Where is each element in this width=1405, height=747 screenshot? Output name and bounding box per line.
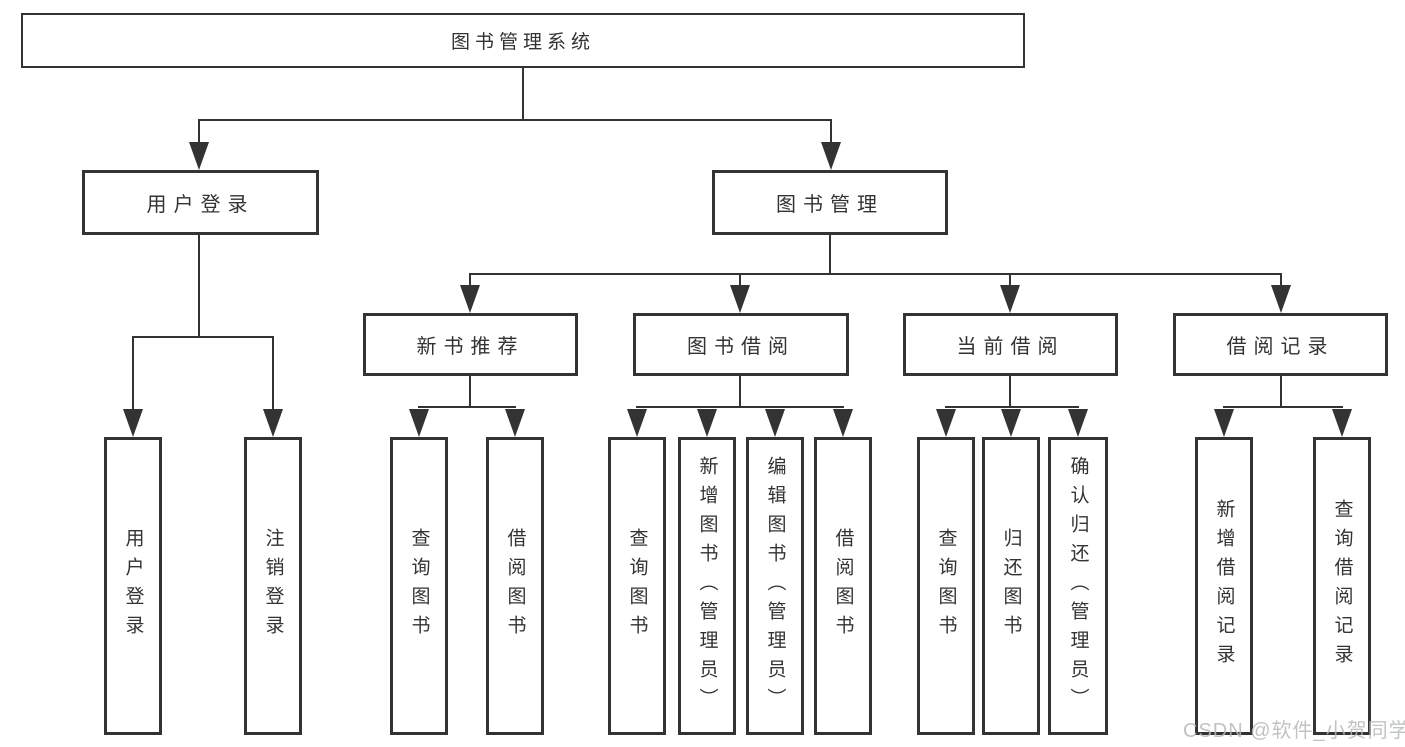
- arrow-down-icon: [936, 409, 956, 437]
- leaf-user-login: 用户登录: [104, 437, 162, 735]
- node-current-borrow: 当前借阅: [903, 313, 1118, 376]
- arrow-down-icon: [505, 409, 525, 437]
- connector-hline: [1223, 406, 1343, 408]
- arrow-down-icon: [1068, 409, 1088, 437]
- arrow-down-icon: [263, 409, 283, 437]
- arrow-down-icon: [189, 142, 209, 170]
- connector-vline: [1280, 375, 1282, 406]
- leaf-add-books-admin: 新增图书（管理员）: [678, 437, 736, 735]
- arrow-down-icon: [627, 409, 647, 437]
- leaf-query-books-1: 查询图书: [390, 437, 448, 735]
- connector-vline: [198, 119, 200, 146]
- node-book-management: 图书管理: [712, 170, 948, 235]
- connector-hline: [418, 406, 516, 408]
- arrow-down-icon: [1000, 285, 1020, 313]
- connector-hline: [132, 336, 274, 338]
- arrow-down-icon: [765, 409, 785, 437]
- connector-vline: [1009, 273, 1011, 287]
- leaf-edit-books-admin: 编辑图书（管理员）: [746, 437, 804, 735]
- leaf-logout: 注销登录: [244, 437, 302, 735]
- connector-vline: [739, 273, 741, 287]
- node-book-borrow: 图书借阅: [633, 313, 849, 376]
- arrow-down-icon: [460, 285, 480, 313]
- connector-vline: [1009, 375, 1011, 406]
- node-system-root: 图书管理系统: [21, 13, 1025, 68]
- leaf-add-borrow-record: 新增借阅记录: [1195, 437, 1253, 735]
- arrow-down-icon: [1214, 409, 1234, 437]
- node-new-book-recommend: 新书推荐: [363, 313, 578, 376]
- connector-hline: [636, 406, 844, 408]
- connector-vline: [830, 119, 832, 146]
- leaf-confirm-return-admin: 确认归还（管理员）: [1048, 437, 1108, 735]
- csdn-watermark: CSDN @软件_小贺同学: [1183, 720, 1405, 742]
- leaf-query-books-3: 查询图书: [917, 437, 975, 735]
- connector-vline: [522, 68, 524, 119]
- leaf-query-books-2: 查询图书: [608, 437, 666, 735]
- connector-vline: [829, 235, 831, 273]
- node-user-login: 用户登录: [82, 170, 319, 235]
- leaf-query-borrow-record: 查询借阅记录: [1313, 437, 1371, 735]
- arrow-down-icon: [1001, 409, 1021, 437]
- arrow-down-icon: [697, 409, 717, 437]
- connector-hline: [945, 406, 1079, 408]
- arrow-down-icon: [123, 409, 143, 437]
- connector-vline: [132, 336, 134, 411]
- connector-vline: [272, 336, 274, 411]
- connector-vline: [1280, 273, 1282, 287]
- arrow-down-icon: [409, 409, 429, 437]
- arrow-down-icon: [821, 142, 841, 170]
- node-borrow-records: 借阅记录: [1173, 313, 1388, 376]
- leaf-return-books: 归还图书: [982, 437, 1040, 735]
- connector-vline: [469, 375, 471, 406]
- arrow-down-icon: [1332, 409, 1352, 437]
- leaf-borrow-books-2: 借阅图书: [814, 437, 872, 735]
- connector-vline: [739, 375, 741, 406]
- connector-vline: [198, 235, 200, 336]
- arrow-down-icon: [730, 285, 750, 313]
- leaf-borrow-books-1: 借阅图书: [486, 437, 544, 735]
- connector-hline: [198, 119, 832, 121]
- connector-vline: [469, 273, 471, 287]
- arrow-down-icon: [1271, 285, 1291, 313]
- arrow-down-icon: [833, 409, 853, 437]
- connector-hline: [469, 273, 1282, 275]
